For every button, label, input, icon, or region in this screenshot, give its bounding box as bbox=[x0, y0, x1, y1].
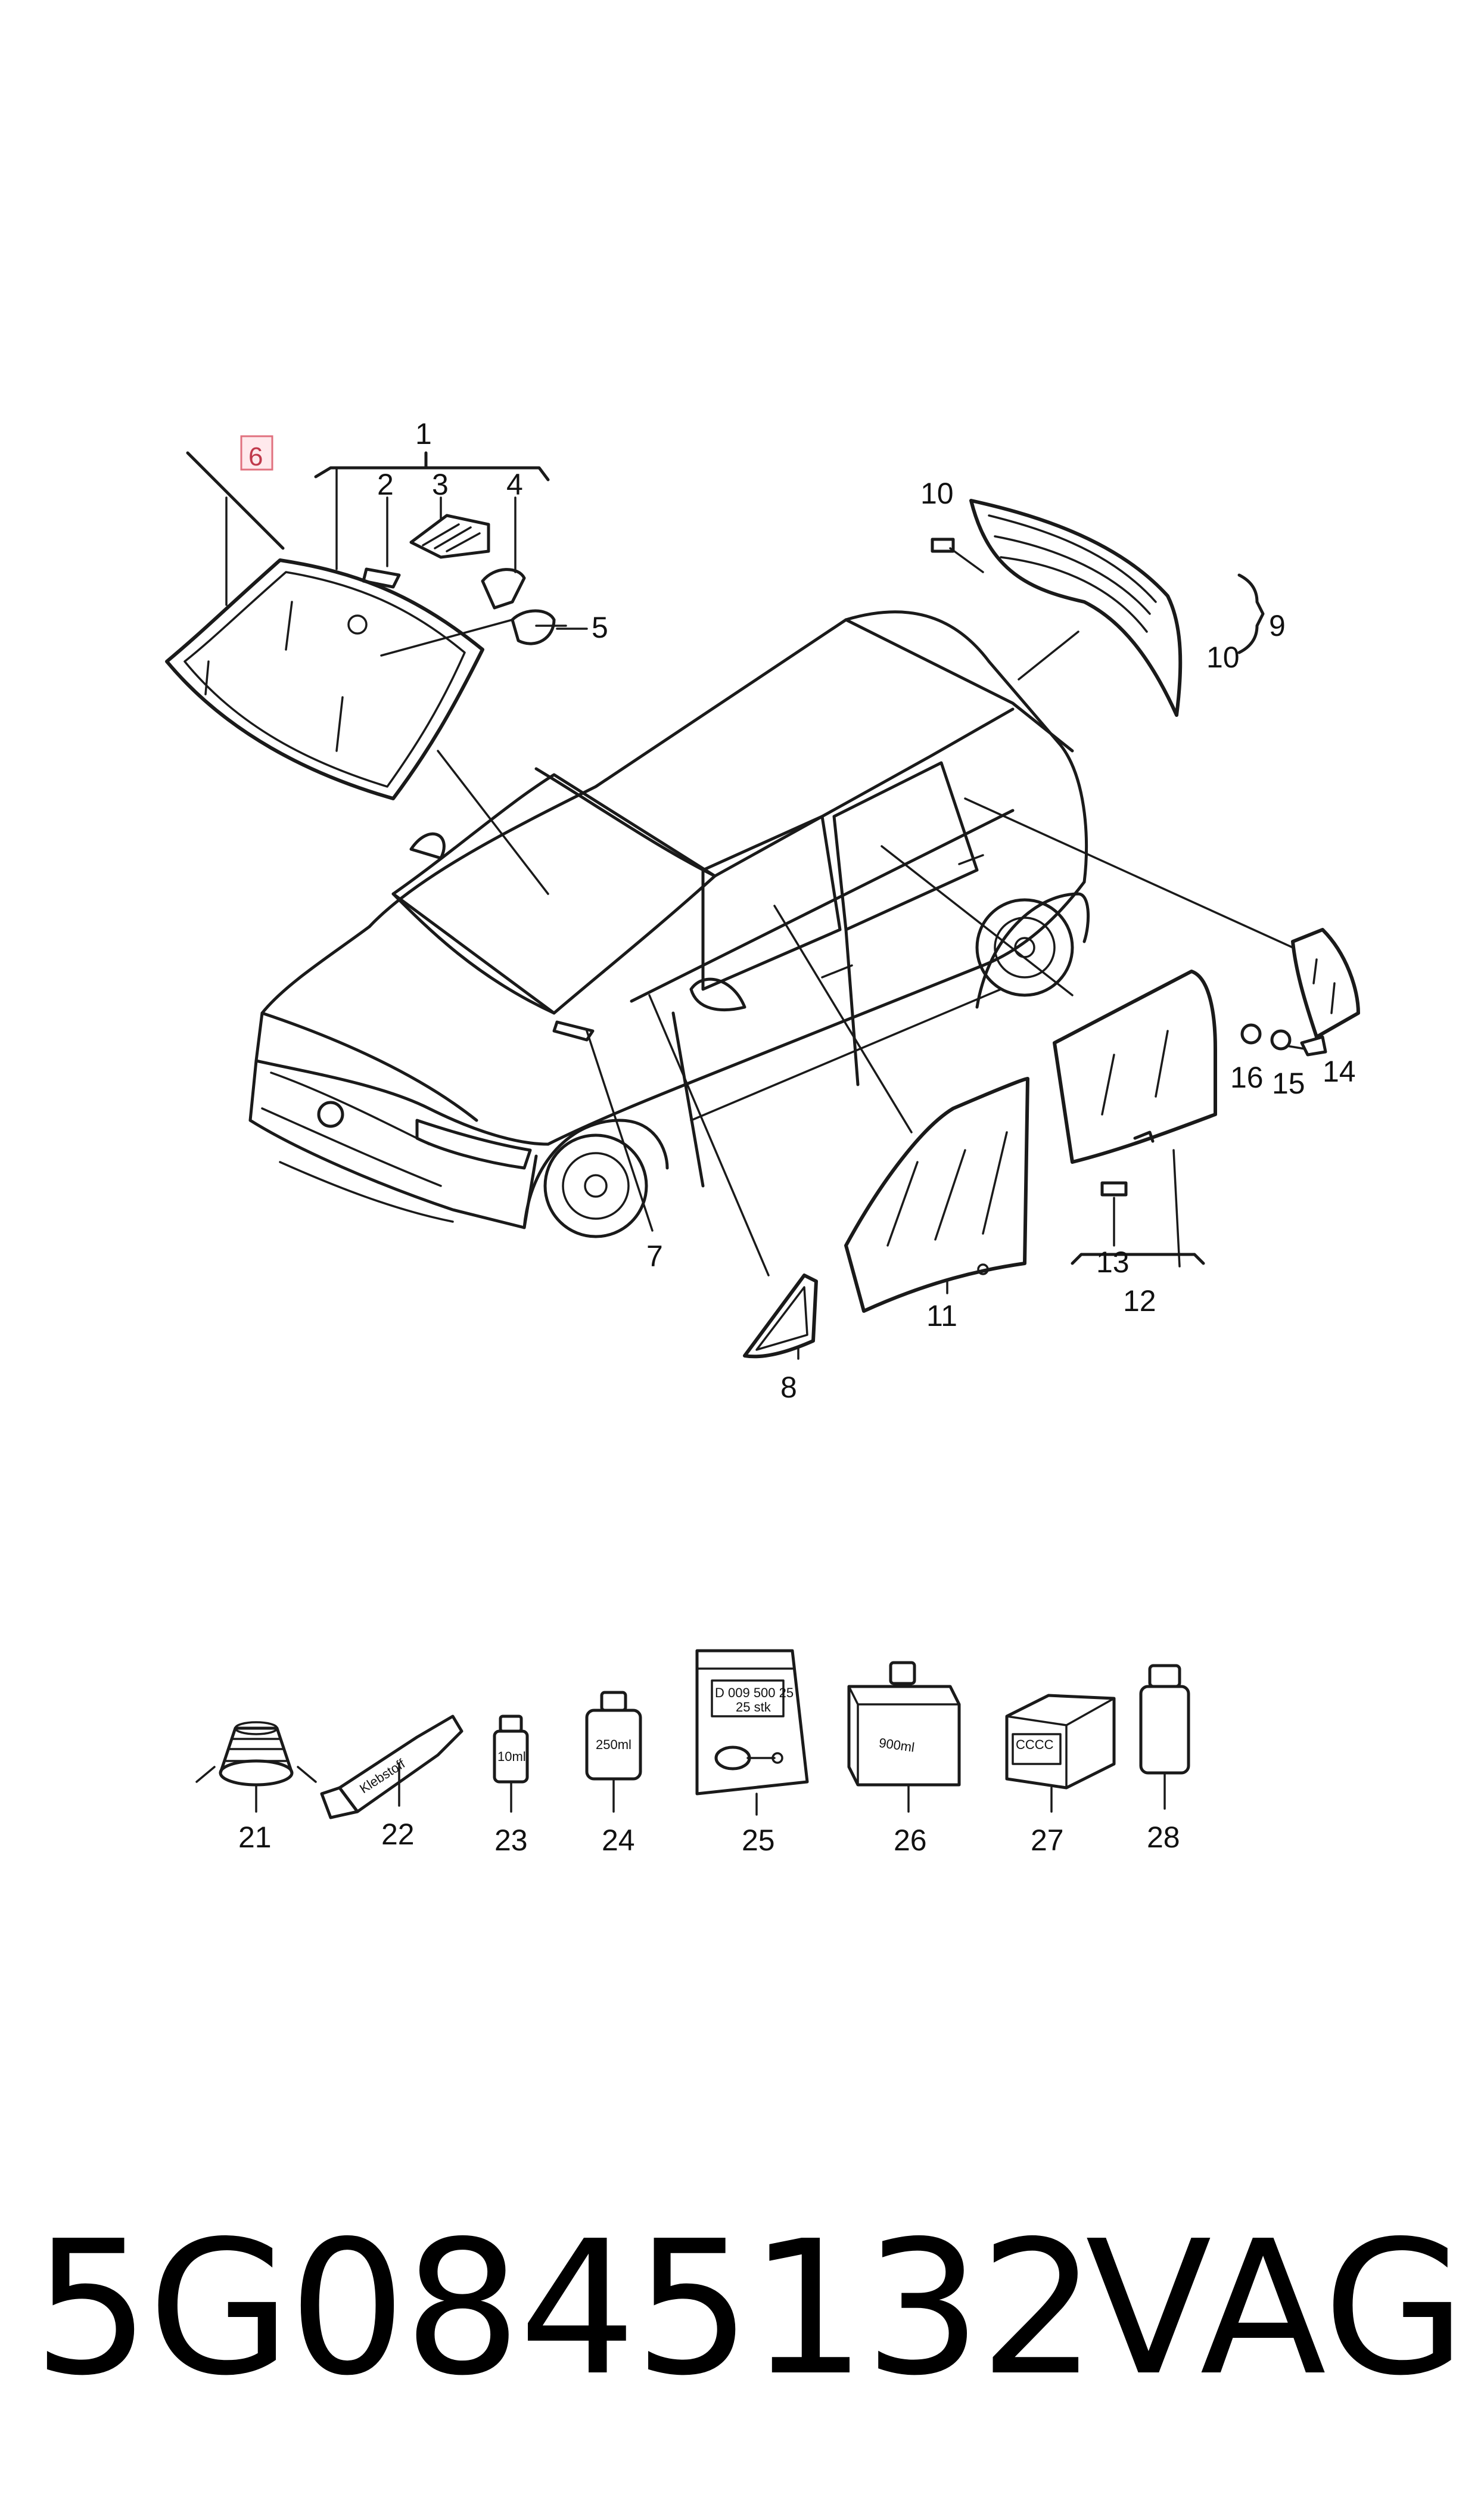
callout-28: 28 bbox=[1147, 1821, 1180, 1854]
callout-2: 2 bbox=[377, 468, 394, 501]
callout-26: 26 bbox=[894, 1824, 927, 1857]
svg-text:25 stk: 25 stk bbox=[736, 1700, 771, 1714]
callout-16: 16 bbox=[1230, 1061, 1264, 1094]
callout-3: 3 bbox=[432, 468, 449, 501]
rear-quarter-glass-part bbox=[1240, 928, 1360, 1057]
callout-10-side: 10 bbox=[1206, 641, 1240, 674]
callout-14: 14 bbox=[1323, 1055, 1356, 1088]
consumable-21 bbox=[195, 1721, 317, 1813]
callout-12: 12 bbox=[1123, 1284, 1156, 1318]
callout-7: 7 bbox=[646, 1240, 663, 1273]
brand-name: VAG bbox=[1085, 2201, 1466, 2416]
front-door-glass-part bbox=[844, 1077, 1029, 1313]
consumable-26-box: 900ml bbox=[847, 1661, 961, 1813]
consumable-28-bottle bbox=[1139, 1664, 1190, 1810]
callout-9: 9 bbox=[1269, 609, 1286, 642]
callout-11: 11 bbox=[926, 1299, 957, 1333]
consumable-22-adhesive-tube: Klebstoff bbox=[320, 1714, 463, 1819]
callout-8: 8 bbox=[780, 1371, 797, 1404]
highlight-box-6 bbox=[240, 435, 273, 471]
callout-22: 22 bbox=[381, 1818, 415, 1851]
callout-21: 21 bbox=[238, 1821, 272, 1854]
consumable-25-bag: D 009 500 25 25 stk bbox=[695, 1649, 809, 1816]
callout-23: 23 bbox=[494, 1824, 528, 1857]
car-body-illustration bbox=[248, 610, 1090, 1238]
svg-text:250ml: 250ml bbox=[596, 1737, 631, 1752]
consumable-23-bottle: 10ml bbox=[493, 1714, 529, 1813]
callout-6: 6 bbox=[248, 442, 263, 471]
svg-text:10ml: 10ml bbox=[497, 1749, 526, 1764]
svg-text:D 009 500 25: D 009 500 25 bbox=[715, 1685, 794, 1700]
callout-24: 24 bbox=[602, 1824, 635, 1857]
consumable-27-kit: CCCC bbox=[1005, 1694, 1116, 1813]
callout-25: 25 bbox=[742, 1824, 775, 1857]
leader-lines bbox=[225, 467, 1294, 1360]
callout-27: 27 bbox=[1031, 1824, 1064, 1857]
callout-4: 4 bbox=[506, 468, 523, 501]
callout-5: 5 bbox=[592, 611, 608, 644]
part-number: 5G0845132 bbox=[33, 2201, 1097, 2416]
svg-text:900ml: 900ml bbox=[878, 1735, 916, 1755]
callout-1: 1 bbox=[415, 417, 432, 451]
windscreen-part bbox=[165, 451, 484, 800]
sensor-accessories bbox=[362, 514, 567, 645]
callout-13: 13 bbox=[1096, 1245, 1130, 1279]
callout-10-top: 10 bbox=[920, 477, 954, 510]
svg-text:Klebstoff: Klebstoff bbox=[357, 1756, 408, 1796]
group-bracket-1 bbox=[314, 466, 550, 482]
svg-text:CCCC: CCCC bbox=[1016, 1737, 1054, 1752]
rear-window-part bbox=[931, 499, 1265, 717]
rear-door-glass-part bbox=[1053, 970, 1217, 1265]
callout-15: 15 bbox=[1272, 1067, 1305, 1100]
consumable-24-can: 250ml bbox=[585, 1691, 642, 1813]
front-quarter-glass-part bbox=[743, 1274, 818, 1359]
